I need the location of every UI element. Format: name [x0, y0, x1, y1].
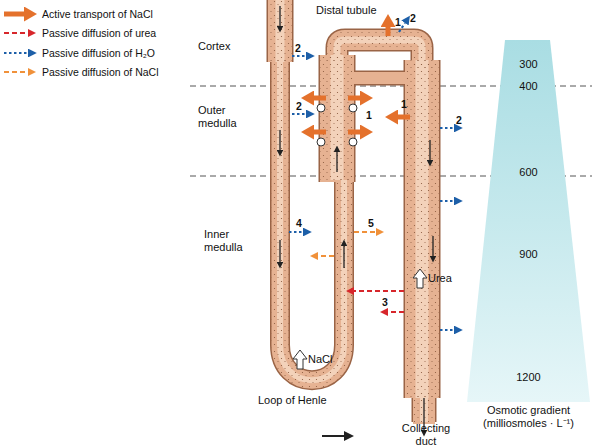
active-arrow	[314, 96, 326, 101]
gradient-band: 3004006009001200Osmotic gradient (millio…	[465, 40, 592, 402]
active-arrow	[348, 130, 360, 135]
gradient-value: 600	[465, 166, 592, 179]
legend-sample	[4, 71, 28, 73]
gradient-value: 900	[465, 248, 592, 261]
zone-label: Outer medulla	[198, 104, 253, 130]
legend-text: Passive diffusion of NaCl	[42, 66, 159, 79]
solute-label: NaCl	[308, 353, 332, 366]
zone-label: Inner medulla	[204, 228, 259, 254]
gradient-shape	[465, 40, 592, 402]
tube-highlight	[416, 60, 429, 398]
gradient-value: 1200	[465, 371, 592, 384]
gradient-value: 300	[465, 58, 592, 71]
pump-circle	[317, 138, 325, 146]
part-label: Distal tubule	[316, 4, 377, 17]
tube-fill	[268, 0, 292, 62]
flow-arrow	[279, 130, 280, 150]
tube-speckle	[320, 55, 354, 182]
pump-circle	[349, 104, 357, 112]
tube-highlight	[276, 0, 285, 62]
legend-samples	[4, 14, 28, 72]
flow-arrow	[279, 6, 280, 26]
pump-circle	[349, 138, 357, 146]
tube-speckle	[405, 60, 439, 398]
passive-nacl-arrow	[318, 255, 334, 257]
pump-circles	[317, 104, 357, 146]
tube-wall	[404, 60, 441, 398]
legend-sample	[4, 12, 24, 17]
tubule-fill	[280, 0, 424, 424]
callout-number: 4	[296, 217, 302, 230]
water-arrows	[289, 23, 454, 330]
active-arrow	[398, 115, 410, 120]
active-arrow	[314, 130, 326, 135]
flow-arrow	[343, 246, 344, 268]
solute-label: Urea	[428, 272, 452, 285]
nacl-up-arrow	[293, 350, 307, 369]
legend-sample	[4, 32, 28, 34]
tube-fill	[320, 55, 354, 182]
active-arrow	[386, 27, 391, 36]
pump-circle	[317, 104, 325, 112]
gradient-value: 400	[465, 80, 592, 93]
active-transport-arrows	[314, 27, 410, 132]
urea-arrow	[388, 311, 404, 313]
gradient-trapezoid	[467, 40, 590, 402]
legend-text: Passive diffusion of H₂O	[42, 47, 155, 60]
tubule-speckle	[280, 0, 424, 422]
urea-arrow	[354, 290, 404, 292]
callout-number: 2	[410, 12, 416, 25]
zone-label: Cortex	[198, 40, 230, 53]
tube-fill	[405, 60, 439, 398]
callout-number: 1	[395, 16, 401, 29]
flow-arrow	[432, 236, 433, 256]
callout-number: 5	[368, 217, 374, 230]
passive-nacl-arrow	[354, 231, 376, 233]
water-arrow	[440, 127, 454, 129]
callout-number: 1	[366, 109, 372, 122]
tubule-highlight	[280, 0, 424, 422]
part-label: Collecting duct	[396, 422, 456, 448]
water-arrow	[289, 231, 303, 233]
tube-speckle	[268, 0, 292, 62]
flow-arrow	[429, 140, 430, 160]
legend-text: Passive diffusion of urea	[42, 27, 156, 40]
flow-arrow	[322, 435, 344, 437]
callout-number: 2	[456, 114, 462, 127]
urea-up-arrow	[413, 269, 427, 288]
flow-arrows	[280, 6, 433, 436]
gradient-caption: Osmotic gradient (milliosmoles · L⁻¹)	[465, 404, 592, 430]
flow-arrow	[336, 152, 337, 172]
tubule-outline	[280, 0, 424, 422]
tube-wall	[267, 0, 294, 62]
callout-number: 1	[401, 98, 407, 111]
legend-text: Active transport of NaCl	[42, 8, 153, 21]
callout-number: 2	[295, 42, 301, 55]
legend-sample	[4, 52, 28, 54]
callout-number: 3	[382, 296, 388, 309]
part-label: Loop of Henle	[258, 394, 327, 407]
passive-nacl-arrows	[318, 232, 376, 256]
tube-wall	[319, 55, 356, 182]
water-arrow	[440, 329, 454, 331]
water-arrow	[440, 200, 454, 202]
flow-arrow	[279, 240, 280, 262]
callout-number: 2	[296, 100, 302, 113]
active-arrow	[348, 96, 360, 101]
urea-arrows	[354, 291, 404, 312]
water-arrow	[292, 113, 306, 115]
water-arrow	[292, 55, 306, 57]
